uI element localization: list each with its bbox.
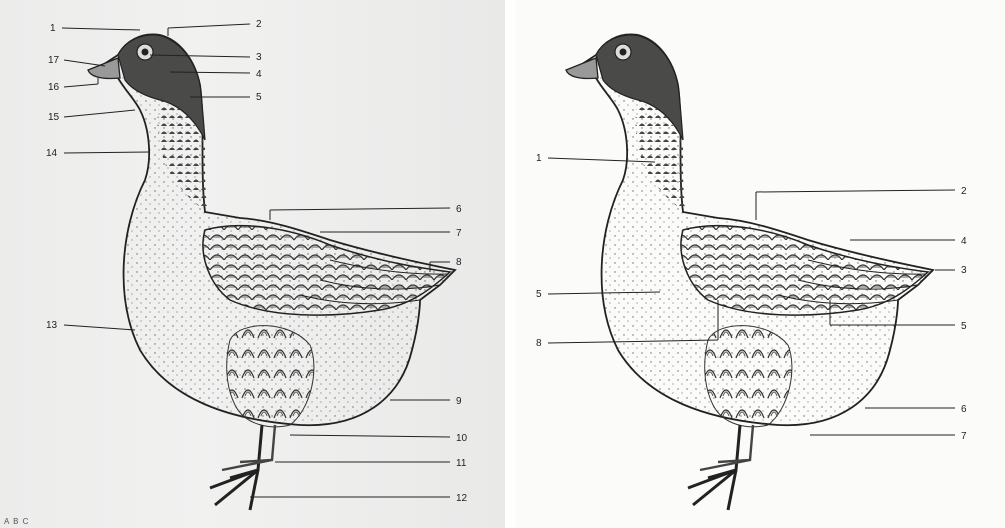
left-label-16: 16 — [48, 82, 60, 93]
left-label-4: 4 — [256, 69, 262, 80]
left-label-15: 15 — [48, 112, 60, 123]
left-label-2: 2 — [256, 19, 262, 30]
left-label-9: 9 — [456, 396, 462, 407]
right-goose-drawing — [566, 34, 933, 510]
right-label-4: 4 — [961, 236, 967, 247]
right-label-1: 1 — [536, 153, 542, 164]
left-label-1: 1 — [50, 23, 56, 34]
right-label-5-left: 5 — [536, 289, 542, 300]
left-label-7: 7 — [456, 228, 462, 239]
left-label-8: 8 — [456, 257, 462, 268]
left-label-13: 13 — [46, 320, 58, 331]
right-label-7: 7 — [961, 431, 967, 442]
left-label-11: 11 — [456, 458, 467, 469]
right-label-2: 2 — [961, 186, 967, 197]
right-label-3: 3 — [961, 265, 967, 276]
right-label-6: 6 — [961, 404, 967, 415]
left-label-6: 6 — [456, 204, 462, 215]
left-label-12: 12 — [456, 493, 468, 504]
left-label-3: 3 — [256, 52, 262, 63]
left-goose-drawing — [88, 34, 455, 510]
left-label-17: 17 — [48, 55, 60, 66]
left-label-14: 14 — [46, 148, 58, 159]
left-label-10: 10 — [456, 433, 468, 444]
right-label-5-right: 5 — [961, 321, 967, 332]
corner-caption: A B C — [4, 517, 29, 526]
left-label-5: 5 — [256, 92, 262, 103]
right-label-8: 8 — [536, 338, 542, 349]
